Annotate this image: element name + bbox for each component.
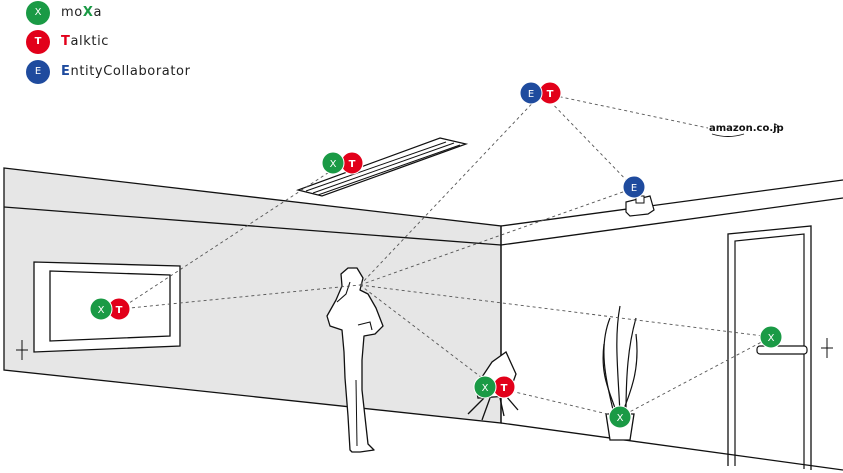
amazon-label: amazon.co.jp	[709, 123, 784, 134]
node-door-handle: X	[759, 325, 783, 349]
amazon-smile-icon	[711, 133, 745, 137]
node-camera: E	[622, 175, 646, 199]
svg-text:X: X	[330, 159, 337, 170]
svg-text:E: E	[631, 183, 637, 194]
svg-text:X: X	[482, 383, 489, 394]
talktic-t-icon: T	[26, 30, 50, 54]
node-tv: T X	[89, 297, 131, 321]
right-ceiling-edge	[500, 179, 843, 227]
ceiling-light	[295, 137, 469, 197]
moxa-x-icon: X	[26, 1, 50, 25]
legend-label-entitycollaborator: EntityCollaborator	[61, 64, 191, 79]
svg-text:T: T	[547, 89, 554, 100]
legend-label-moxa: moXa	[61, 5, 103, 20]
left-wall-molding	[3, 206, 502, 246]
svg-text:T: T	[501, 383, 508, 394]
right-floor-edge	[500, 422, 843, 471]
entitycollaborator-e-icon: E	[26, 60, 50, 84]
svg-text:X: X	[98, 305, 105, 316]
outlet-right	[821, 338, 833, 358]
outlet-left	[16, 340, 28, 360]
door-handle	[756, 345, 808, 355]
registered-mark-icon	[774, 124, 778, 128]
right-wall-molding	[500, 197, 843, 246]
svg-text:X: X	[617, 413, 624, 424]
node-chair: T X	[473, 375, 516, 399]
legend-label-talktic: Talktic	[61, 34, 110, 49]
node-sky-hub: T E	[519, 81, 562, 105]
node-ceiling-light: T X	[321, 151, 364, 175]
svg-text:E: E	[528, 89, 534, 100]
svg-text:X: X	[768, 333, 775, 344]
svg-text:T: T	[349, 159, 356, 170]
node-plant: X	[608, 405, 632, 429]
connection-lines	[119, 92, 772, 418]
svg-text:T: T	[116, 305, 123, 316]
camera	[625, 195, 655, 217]
